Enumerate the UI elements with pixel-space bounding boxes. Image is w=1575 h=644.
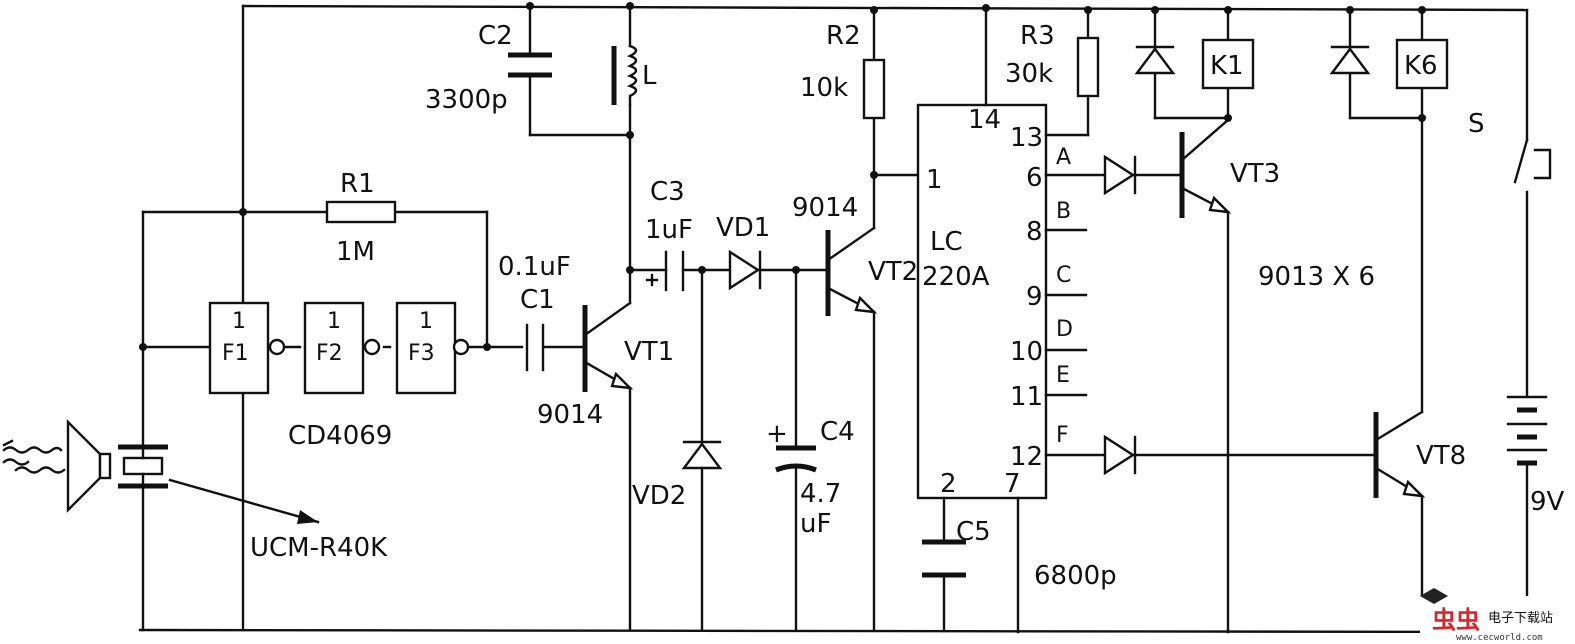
- label-ucm: UCM-R40K: [250, 533, 388, 563]
- label-vd2: VD2: [632, 481, 686, 511]
- transistor-vt8: [1373, 86, 1426, 634]
- ic-pin-6: 6: [1026, 163, 1043, 193]
- label-k1: K1: [1210, 51, 1244, 81]
- diode-vd2: [681, 268, 723, 632]
- watermark: 虫虫 电子下载站 www.cecworld.com: [1420, 588, 1570, 643]
- label-r2: R2: [826, 21, 861, 51]
- label-vt1-model: 9014: [537, 400, 603, 430]
- label-c2: C2: [478, 21, 513, 51]
- label-battery: 9V: [1530, 487, 1565, 517]
- label-c4-value: 4.7: [800, 479, 841, 509]
- switch-s: [1513, 8, 1552, 397]
- tank-circuit: [526, 2, 634, 274]
- label-f2-number: 1: [327, 309, 341, 334]
- capacitor-c5: [922, 539, 966, 633]
- watermark-url: www.cecworld.com: [1456, 633, 1543, 643]
- ic-pin-7: 7: [1004, 469, 1021, 499]
- watermark-brand: 虫虫: [1432, 606, 1480, 634]
- diode-channel-f: [1103, 434, 1376, 476]
- ic-lc220a: [916, 4, 1107, 634]
- input-network: [139, 4, 587, 632]
- watermark-text: 电子下载站: [1488, 611, 1553, 626]
- label-c1-value: 0.1uF: [498, 252, 571, 282]
- label-k6: K6: [1404, 51, 1438, 81]
- ic-output-b: B: [1056, 199, 1071, 224]
- ic-output-f: F: [1056, 423, 1069, 448]
- label-f1-number: 1: [232, 309, 246, 334]
- label-vt2-model: 9014: [792, 193, 858, 223]
- transistor-vt2: [825, 116, 878, 632]
- ic-pin-14: 14: [968, 105, 1001, 135]
- ic-output-c: C: [1056, 263, 1071, 288]
- label-cd4069: CD4069: [288, 421, 392, 451]
- inverter-f1: [208, 301, 286, 395]
- ic-pin-13: 13: [1010, 123, 1043, 153]
- label-vt3: VT3: [1230, 159, 1280, 189]
- transistor-vt3: [1179, 118, 1232, 634]
- label-r3: R3: [1020, 21, 1055, 51]
- inverter-f3: [395, 301, 470, 395]
- ic-pin-12: 12: [1010, 442, 1043, 472]
- ic-pin-10: 10: [1010, 337, 1043, 367]
- resistor-r1: [325, 200, 397, 224]
- label-vt8: VT8: [1416, 441, 1466, 471]
- label-c5: C5: [956, 517, 991, 547]
- mortarboard-icon: [1420, 588, 1448, 604]
- ic-output-e: E: [1056, 363, 1070, 388]
- label-r1-value: 1M: [336, 237, 375, 267]
- label-f2: F2: [316, 341, 343, 366]
- ic-output-d: D: [1056, 317, 1073, 342]
- label-vd1: VD1: [716, 213, 770, 243]
- label-vt2: VT2: [868, 257, 918, 287]
- relay-k6-circuit: [1329, 6, 1426, 122]
- capacitor-c1: [525, 323, 545, 372]
- label-f3-number: 1: [419, 309, 433, 334]
- label-c2-value: 3300p: [425, 85, 508, 115]
- label-r1: R1: [340, 169, 375, 199]
- label-ic-name: LC: [930, 227, 963, 257]
- relay-k1: [1201, 38, 1255, 90]
- top-rail: [241, 4, 1529, 12]
- ultrasonic-receiver: [2, 419, 320, 524]
- label-vt1: VT1: [624, 337, 674, 367]
- label-c4-plus: +: [766, 419, 788, 449]
- ic-pin-2: 2: [940, 469, 957, 499]
- transistor-vt1: [582, 268, 634, 632]
- label-c4: C4: [820, 417, 855, 447]
- capacitor-c4: [775, 268, 817, 632]
- inverter-f2: [303, 301, 381, 395]
- ic-pin-1: 1: [926, 165, 943, 195]
- capacitor-c2: [508, 52, 552, 78]
- resistor-r3: [1076, 6, 1100, 137]
- ic-pin-9: 9: [1026, 282, 1043, 312]
- label-ic-model: 220A: [922, 262, 990, 292]
- relay-k1-circuit: [1134, 6, 1232, 122]
- ic-pin-8: 8: [1026, 217, 1043, 247]
- inductor-l: [611, 44, 638, 107]
- label-l: L: [642, 61, 657, 91]
- label-r3-value: 30k: [1005, 59, 1053, 89]
- label-c5-value: 6800p: [1034, 561, 1117, 591]
- label-c4-unit: uF: [800, 509, 831, 539]
- resistor-r2: [862, 6, 920, 179]
- ic-pin-11: 11: [1010, 382, 1043, 412]
- bottom-rail: [138, 628, 1529, 634]
- relay-k6: [1395, 38, 1449, 90]
- label-c3: C3: [650, 177, 685, 207]
- ic-output-a: A: [1056, 145, 1071, 170]
- label-f3: F3: [408, 341, 435, 366]
- label-f1: F1: [222, 341, 249, 366]
- label-c1: C1: [520, 285, 555, 315]
- diode-channel-a: [1103, 154, 1182, 196]
- label-vt-models: 9013 X 6: [1258, 262, 1375, 292]
- label-r2-value: 10k: [800, 73, 848, 103]
- label-c3-value: 1uF: [645, 215, 693, 245]
- label-s: S: [1468, 109, 1485, 139]
- capacitor-c3: [628, 250, 732, 292]
